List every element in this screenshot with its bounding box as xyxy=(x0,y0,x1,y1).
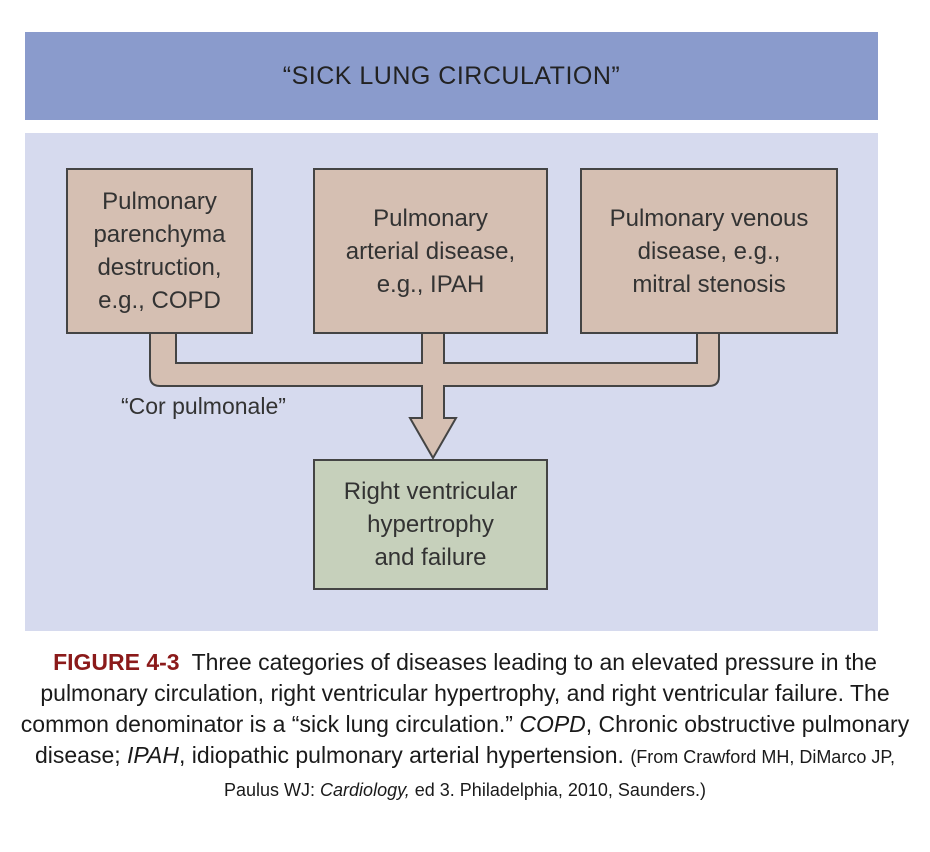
header-title: “SICK LUNG CIRCULATION” xyxy=(282,61,621,90)
merge-arrow xyxy=(149,330,720,461)
rv-hypertrophy-box: Right ventricular hypertrophy and failur… xyxy=(313,459,548,590)
parenchyma-destruction-box: Pulmonary parenchyma destruction, e.g., … xyxy=(66,168,253,334)
abbr-copd-def: , Chronic obstructive pulmonary disease; xyxy=(34,711,910,768)
header-band: “SICK LUNG CIRCULATION” xyxy=(25,32,878,120)
venous-disease-box: Pulmonary venous disease, e.g., mitral s… xyxy=(580,168,838,334)
source-suffix: ed 3. Philadelphia, 2010, Saunders.) xyxy=(409,780,706,800)
arterial-disease-box: Pulmonary arterial disease, e.g., IPAH xyxy=(313,168,548,334)
abbr-ipah-def: , idiopathic pulmonary arterial hyperten… xyxy=(179,742,624,768)
abbr-copd: COPD xyxy=(519,711,586,737)
figure-label: FIGURE 4-3 xyxy=(53,649,180,675)
cor-pulmonale-label: “Cor pulmonale” xyxy=(121,393,286,419)
source-citation: (From Crawford MH, DiMarco JP, Paulus WJ… xyxy=(224,747,895,800)
source-prefix: (From Crawford MH, DiMarco JP, Paulus WJ… xyxy=(224,747,896,800)
abbr-ipah: IPAH xyxy=(127,742,180,768)
caption-main-text: Three categories of diseases leading to … xyxy=(20,649,890,737)
source-title: Cardiology, xyxy=(320,780,410,800)
